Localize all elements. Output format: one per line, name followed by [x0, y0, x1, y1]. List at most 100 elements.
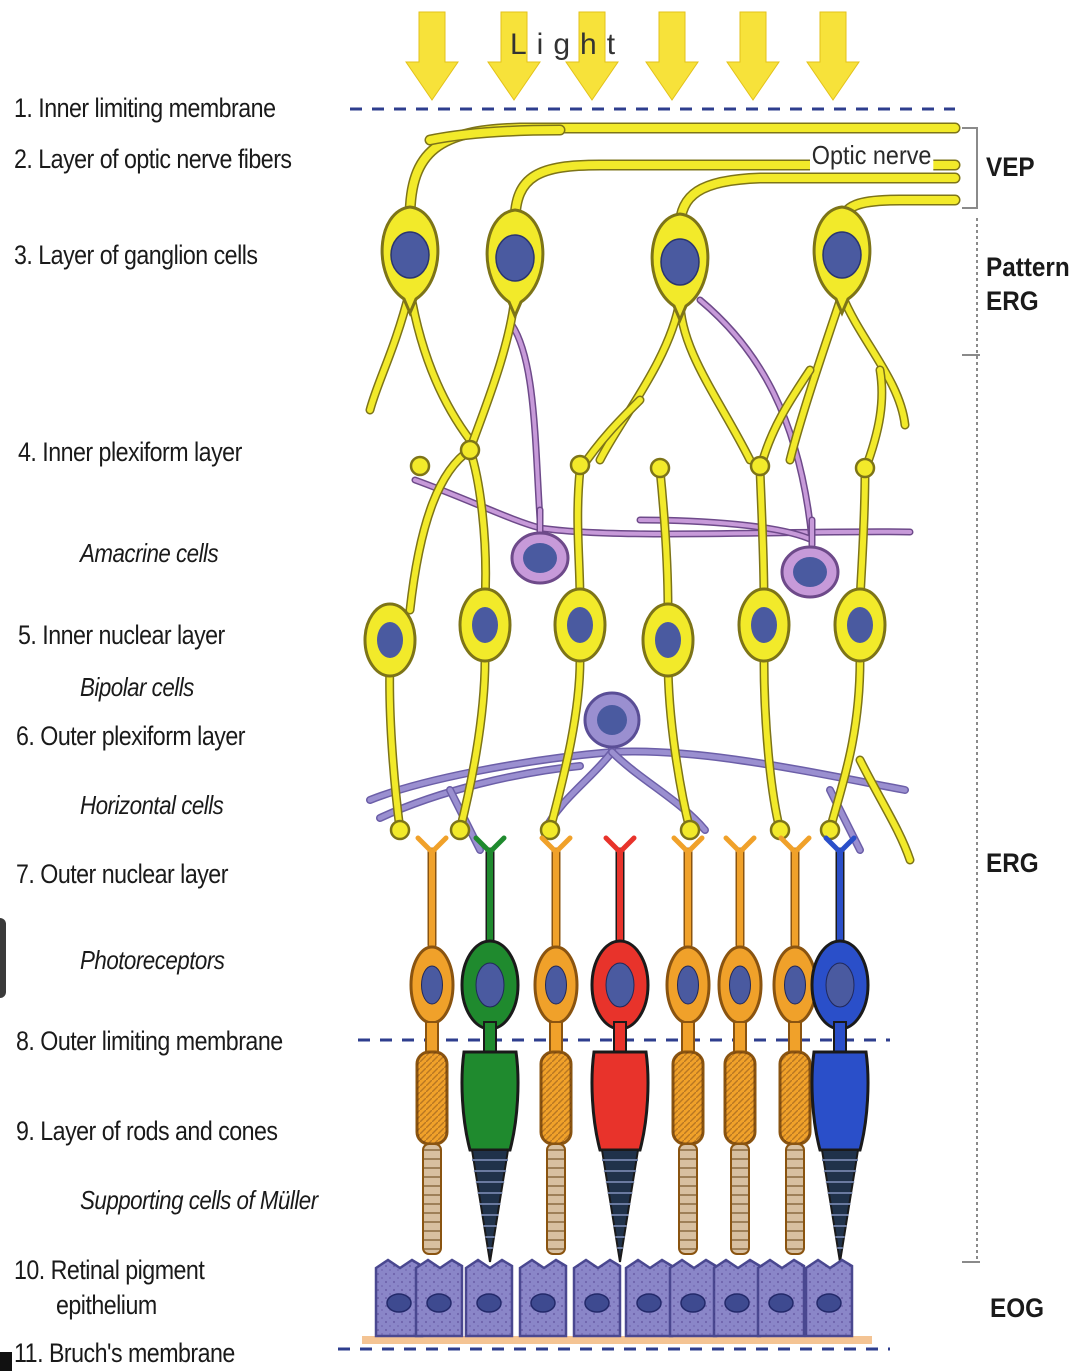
photoreceptor-terminal-5 [674, 838, 702, 852]
synapse-knob-8 [451, 821, 469, 839]
bipolar-nucleus-1 [377, 622, 403, 658]
rod-inner-texture-7 [780, 1052, 810, 1144]
rod-outer-segment-5 [679, 1144, 697, 1254]
rod-inner-texture-3 [541, 1052, 571, 1144]
bipolar-nucleus-4 [655, 622, 681, 658]
light-label: Light [510, 28, 625, 62]
cone-outer-segment-4 [602, 1150, 638, 1262]
photoreceptor-nucleus-3 [546, 966, 567, 1004]
horizontal-cell-nucleus [597, 705, 627, 735]
photoreceptor-neck-4 [614, 1022, 626, 1052]
layer-label-bipolar-cells: Bipolar cells [80, 672, 194, 703]
cone-outer-segment-2 [472, 1150, 508, 1262]
neuron-process-1 [370, 290, 410, 410]
light-arrow-4 [646, 12, 698, 100]
layer-label-inner-limiting-membrane: 1. Inner limiting membrane [14, 93, 275, 124]
layer-label-optic-nerve-fibers: 2. Layer of optic nerve fibers [14, 144, 292, 175]
photoreceptor-neck-5 [682, 1022, 694, 1052]
rpe-nucleus-8 [725, 1294, 749, 1312]
ganglion-nucleus-2 [496, 235, 534, 281]
left-edge-mark [0, 918, 6, 998]
layer-label-muller-cells: Supporting cells of Müller [80, 1185, 318, 1216]
photoreceptor-nucleus-4 [606, 963, 634, 1007]
light-arrow-6 [807, 12, 859, 100]
cone-inner-segment-4 [592, 1052, 648, 1150]
photoreceptor-terminal-3 [542, 838, 570, 852]
layer-label-epithelium: epithelium [56, 1290, 157, 1321]
neuron-process-23 [865, 370, 882, 470]
optic-nerve-label: Optic nerve [810, 140, 933, 171]
rod-outer-segment-7 [786, 1144, 804, 1254]
photoreceptor-terminal-7 [781, 838, 809, 852]
photoreceptor-neck-2 [484, 1022, 496, 1052]
synapse-knob-7 [391, 821, 409, 839]
cone-inner-segment-8 [812, 1052, 868, 1150]
bipolar-nucleus-3 [567, 607, 593, 643]
photoreceptor-nucleus-5 [678, 966, 699, 1004]
amacrine-process-3 [700, 300, 812, 540]
vep-bracket [962, 128, 977, 208]
rod-inner-texture-1 [417, 1052, 447, 1144]
rpe-nucleus-2 [427, 1294, 451, 1312]
rpe-nucleus-1 [387, 1294, 411, 1312]
rpe-nucleus-3 [477, 1294, 501, 1312]
synapse-knob-6 [411, 457, 429, 475]
rod-inner-texture-6 [725, 1052, 755, 1144]
layer-label-inner-nuclear: 5. Inner nuclear layer [18, 620, 225, 651]
measure-pattern-erg-line2: ERG [986, 284, 1070, 318]
synapse-knob-2 [571, 456, 589, 474]
photoreceptor-nucleus-2 [476, 963, 504, 1007]
photoreceptor-neck-1 [426, 1022, 438, 1052]
measure-eog: EOG [990, 1291, 1044, 1325]
layer-label-horizontal-cells: Horizontal cells [80, 790, 223, 821]
bipolar-nucleus-6 [847, 607, 873, 643]
photoreceptor-neck-3 [550, 1022, 562, 1052]
measure-erg-line1: ERG [986, 846, 1039, 880]
rpe-nucleus-4 [531, 1294, 555, 1312]
layer-label-bruchs-membrane: 11. Bruch's membrane [14, 1338, 235, 1369]
neuron-process-21 [580, 400, 640, 470]
photoreceptor-nucleus-7 [785, 966, 806, 1004]
amacrine-nucleus-2 [793, 557, 827, 587]
layer-label-amacrine-cells: Amacrine cells [80, 538, 218, 569]
measure-pattern-erg-line1: Pattern [986, 250, 1070, 284]
layer-label-inner-plexiform: 4. Inner plexiform layer [18, 437, 242, 468]
rod-inner-texture-5 [673, 1052, 703, 1144]
neuron-process-5 [600, 300, 680, 460]
measure-erg: ERG [986, 846, 1039, 880]
layer-label-outer-nuclear: 7. Outer nuclear layer [16, 859, 228, 890]
ganglion-nucleus-4 [823, 232, 861, 278]
photoreceptor-nucleus-1 [422, 966, 443, 1004]
measure-eog-line1: EOG [990, 1291, 1044, 1325]
rpe-nucleus-10 [817, 1294, 841, 1312]
rpe-nucleus-7 [681, 1294, 705, 1312]
bipolar-nucleus-5 [751, 607, 777, 643]
synapse-knob-12 [821, 821, 839, 839]
synapse-knob-3 [651, 459, 669, 477]
neuron-process-20 [860, 760, 910, 860]
photoreceptor-terminal-8 [826, 838, 854, 852]
rod-outer-segment-6 [731, 1144, 749, 1254]
neuron-process-7 [790, 295, 842, 460]
light-arrow-5 [727, 12, 779, 100]
amacrine-process-outline-3 [700, 300, 812, 540]
photoreceptor-terminal-6 [726, 838, 754, 852]
rpe-nucleus-5 [585, 1294, 609, 1312]
neuron-process-2 [410, 290, 470, 440]
layer-label-photoreceptors: Photoreceptors [80, 945, 224, 976]
measure-pattern-erg: Pattern ERG [986, 250, 1070, 318]
neuron-process-outline-2 [410, 290, 470, 440]
photoreceptor-nucleus-6 [730, 966, 751, 1004]
measure-vep: VEP [986, 150, 1035, 184]
synapse-knob-1 [461, 441, 479, 459]
rpe-nucleus-9 [769, 1294, 793, 1312]
cone-outer-segment-8 [822, 1150, 858, 1262]
neuron-process-4 [680, 300, 750, 460]
layer-label-retinal-pigment: 10. Retinal pigment [14, 1255, 204, 1286]
rpe-nucleus-6 [637, 1294, 661, 1312]
bipolar-nucleus-2 [472, 607, 498, 643]
synapse-knob-10 [681, 821, 699, 839]
photoreceptor-neck-7 [789, 1022, 801, 1052]
ganglion-nucleus-1 [391, 232, 429, 278]
rod-outer-segment-3 [547, 1144, 565, 1254]
